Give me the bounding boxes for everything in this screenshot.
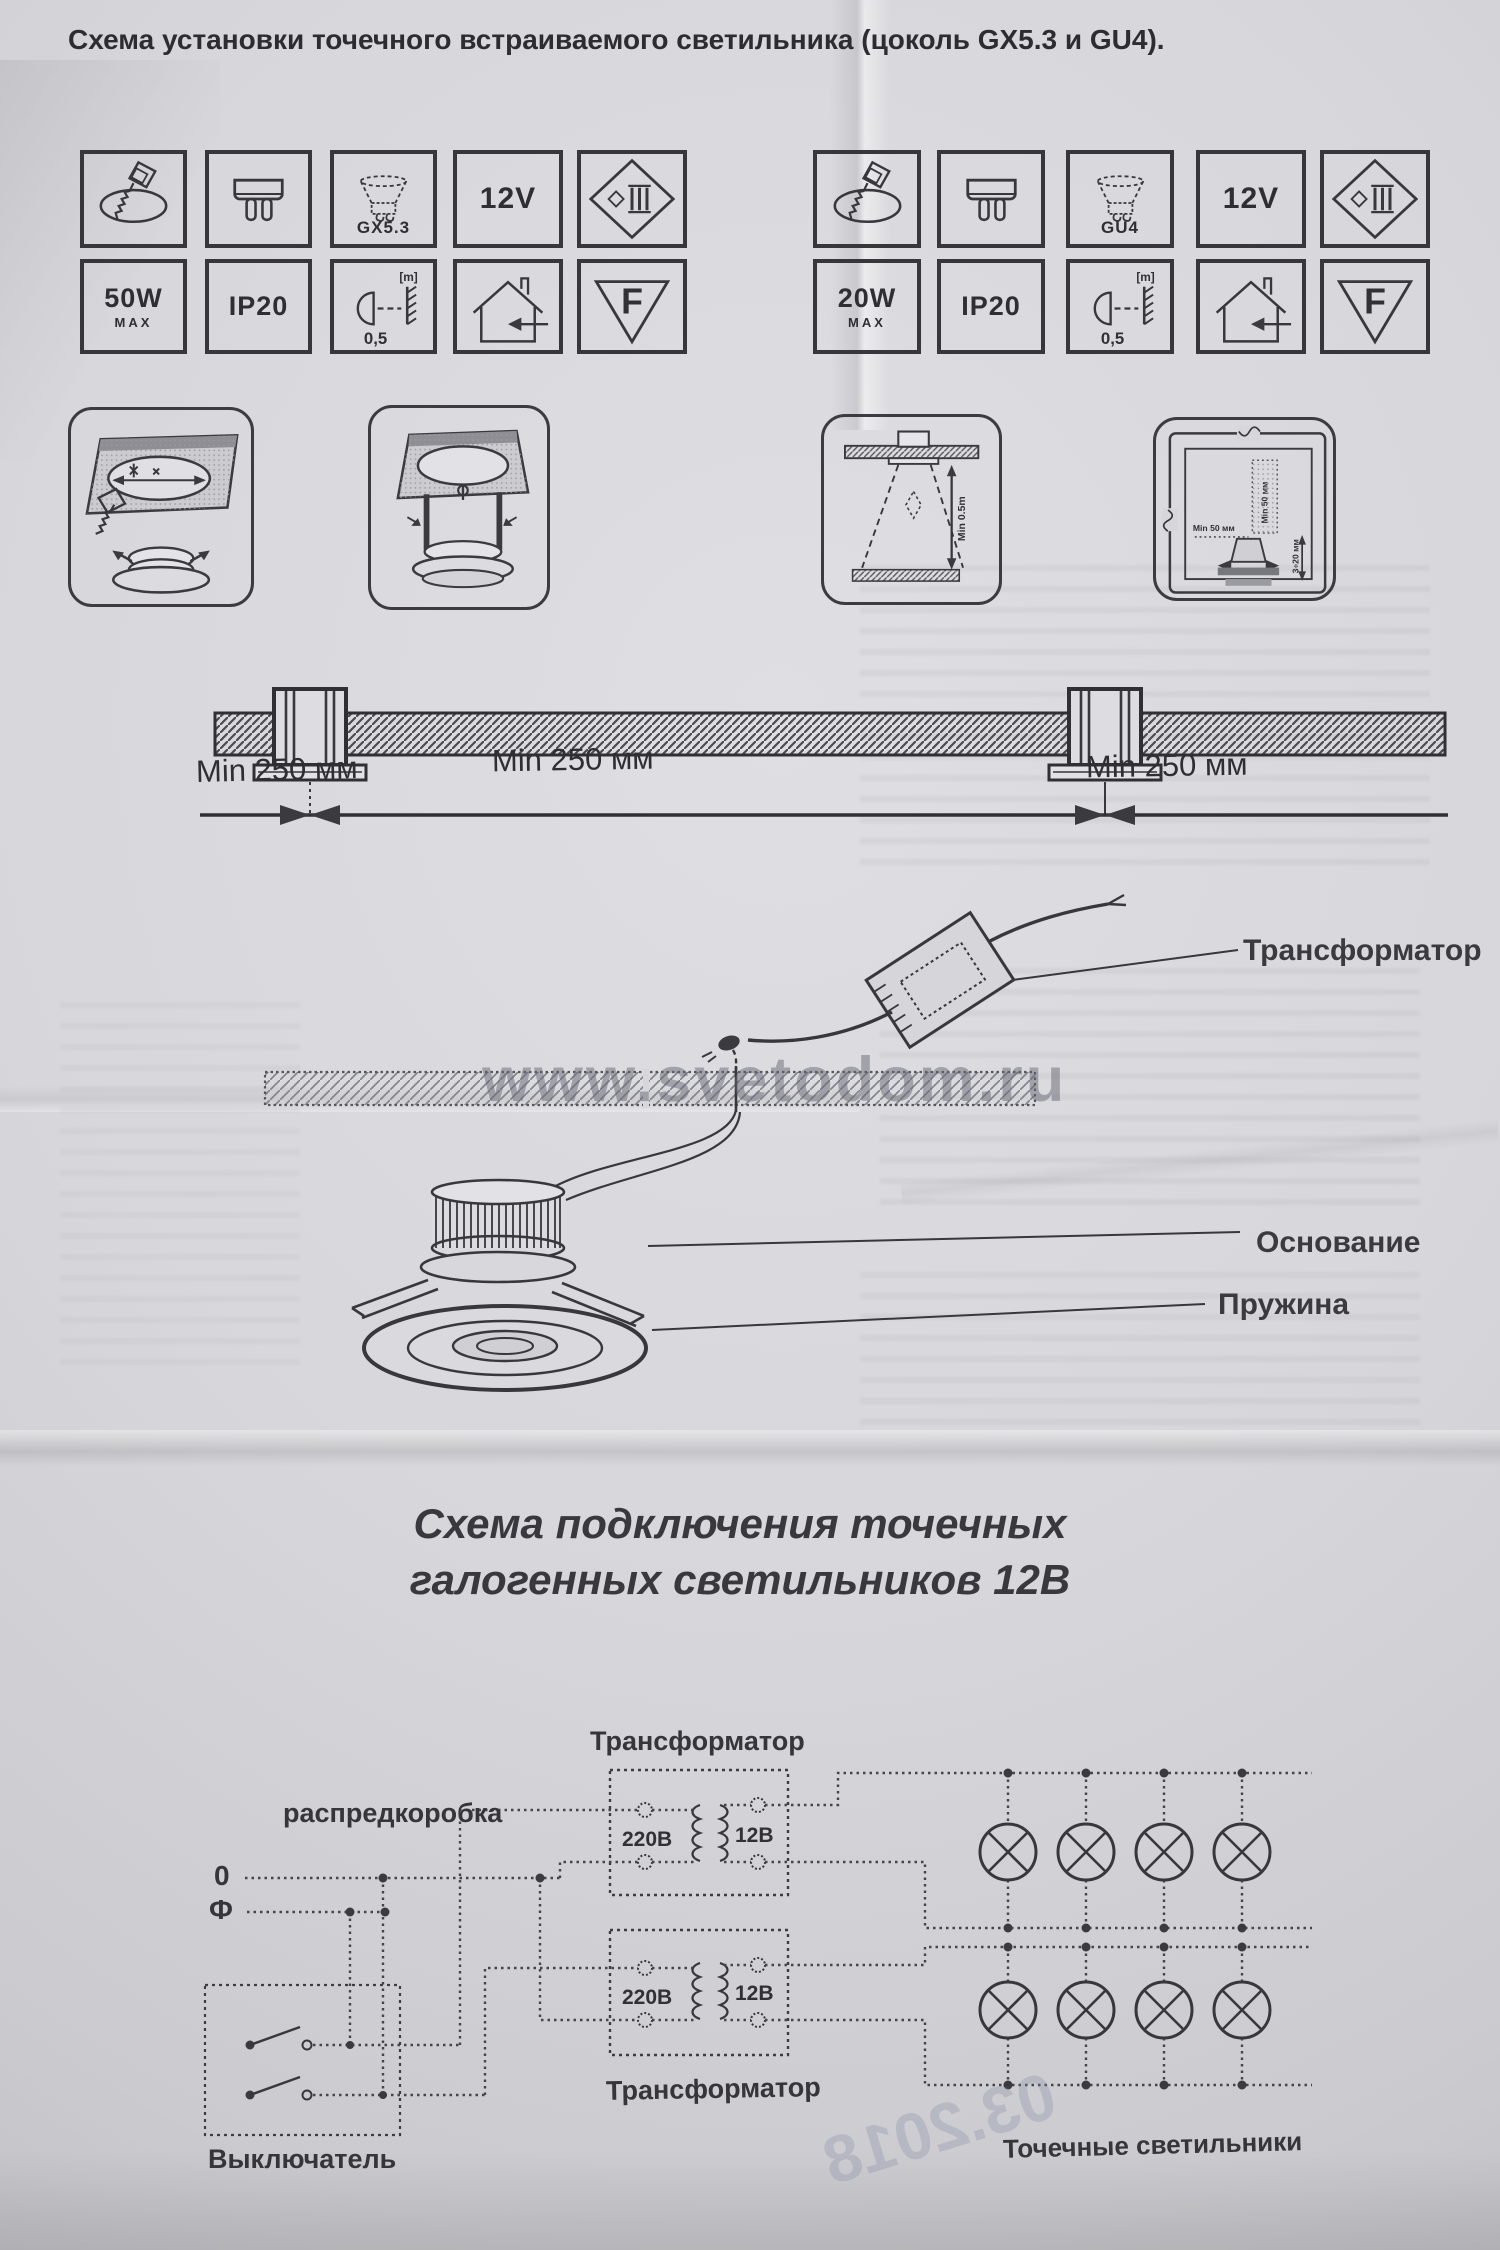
icon-f-mark-right: F — [1320, 259, 1430, 354]
cut-hole-drawing — [85, 434, 239, 594]
page-title: Схема установки точечного встраиваемого … — [68, 24, 1165, 55]
icon-class-iii — [577, 150, 687, 248]
icon-ip-rating-right: IP20 — [937, 259, 1045, 354]
icon-voltage-12v: 12V — [453, 150, 563, 248]
spacing-label-right: Min 250 мм — [1085, 746, 1248, 785]
t1-primary-label: 220В — [622, 1828, 672, 1851]
phase-terminal-label: Ф — [209, 1894, 233, 1925]
installation-drawing — [263, 893, 1241, 1392]
min-height-label: Min 0.5m — [957, 496, 968, 541]
ip-rating-label: IP20 — [961, 291, 1021, 321]
lamp-base-label: GX5.3 — [356, 218, 411, 237]
saw-cutout-icon — [99, 160, 168, 224]
power-max-label: MAX — [114, 315, 153, 330]
meter-unit: [m] — [399, 270, 417, 284]
distance-value: 0,5 — [1100, 329, 1123, 348]
pictogram-cut-hole — [68, 407, 254, 607]
distance-to-surface-icon: [m] 0,5 — [1093, 270, 1154, 348]
spacing-diagram — [200, 687, 1448, 825]
icon-lamp-base-gx53: GX5.3 — [330, 150, 437, 248]
wiring-schematic: 220В 12В 220В 12В — [203, 1768, 1312, 2137]
insert-luminaire-drawing — [396, 429, 530, 589]
base-callout-label: Основание — [1256, 1226, 1421, 1259]
lamp-base-label: GU4 — [1101, 218, 1139, 237]
distance-to-surface-icon: [m] 0,5 — [356, 270, 418, 348]
t2-primary-label: 220В — [622, 1986, 672, 2009]
wiring-title-line1: Схема подключения точечных — [413, 1500, 1067, 1547]
icon-cutout-hole — [80, 150, 187, 248]
neutral-terminal-label: 0 — [214, 1860, 230, 1891]
pictogram-insert-luminaire — [368, 405, 550, 610]
pictogram-min-distance: Min 0.5m — [821, 414, 1002, 605]
min-clearance-side-label: Min 50 мм — [1193, 523, 1235, 533]
t2-secondary-label: 12В — [735, 1982, 774, 2005]
icon-min-distance-left: [m] 0,5 — [330, 259, 437, 354]
voltage-label: 12V — [1222, 182, 1280, 215]
f-triangle-icon: F — [593, 279, 671, 345]
meter-unit: [m] — [1136, 270, 1154, 284]
t1-secondary-label: 12В — [735, 1824, 774, 1847]
wiring-transformer-bottom-label: Трансформатор — [605, 2072, 821, 2106]
spring-callout-label: Пружина — [1218, 1288, 1350, 1321]
class-iii-diamond-icon — [588, 158, 676, 240]
wiring-title-line2: галогенных светильников 12В — [409, 1556, 1071, 1603]
icon-cutout-hole — [813, 150, 921, 248]
power-max-label: MAX — [848, 315, 886, 330]
icon-indoor-use-right — [1196, 259, 1306, 354]
icon-indoor-use-left — [453, 259, 563, 354]
house-arrow-icon — [472, 276, 549, 343]
gap-range-label: 3÷20 мм — [1290, 539, 1300, 573]
f-mark: F — [621, 281, 643, 321]
bleed-through-text — [860, 1260, 1420, 1440]
transformer-callout-label: Трансформатор — [1243, 934, 1482, 967]
junction-box-label: распредкоробка — [283, 1798, 503, 1828]
spacing-label-left: Min 250 мм — [195, 750, 358, 789]
icon-voltage-12v: 12V — [1196, 150, 1306, 248]
class-iii-diamond-icon — [1331, 158, 1419, 240]
reflector-lamp-icon — [359, 175, 408, 222]
switch-label: Выключатель — [208, 2144, 397, 2174]
icon-halogen-capsule — [937, 150, 1045, 248]
icon-lamp-base-gu4: GU4 — [1066, 150, 1174, 248]
distance-value: 0,5 — [364, 329, 387, 348]
wiring-transformer-top-label: Трансформатор — [590, 1726, 805, 1756]
icon-max-power-right: 20W MAX — [813, 259, 921, 354]
icon-f-mark-left: F — [577, 259, 687, 354]
icon-min-distance-right: [m] 0,5 — [1066, 259, 1174, 354]
bi-pin-lamp-icon — [965, 178, 1017, 222]
icon-class-iii — [1320, 150, 1430, 248]
f-triangle-icon: F — [1336, 279, 1414, 345]
power-label: 50W — [104, 283, 163, 313]
bi-pin-lamp-icon — [233, 178, 284, 222]
enclosure-clearance-drawing: Min 50 мм Min 50 мм 3÷20 мм — [1162, 425, 1327, 594]
bleed-through-text — [60, 1000, 300, 1380]
beam-distance-drawing: Min 0.5m — [844, 430, 980, 582]
reflector-lamp-icon — [1096, 175, 1144, 222]
min-clearance-top-label: Min 50 мм — [1260, 482, 1270, 524]
icon-ip-rating-left: IP20 — [205, 259, 312, 354]
voltage-label: 12V — [479, 182, 537, 215]
watermark: www.svetodom.ru — [482, 1045, 1068, 1115]
saw-cutout-icon — [833, 160, 901, 224]
power-label: 20W — [837, 283, 897, 313]
ip-rating-label: IP20 — [228, 291, 289, 321]
icon-max-power-left: 50W MAX — [80, 259, 187, 354]
spacing-label-middle: Min 250 мм — [491, 740, 654, 779]
house-arrow-icon — [1215, 276, 1292, 343]
icon-halogen-capsule — [205, 150, 312, 248]
f-mark: F — [1364, 281, 1386, 321]
pictogram-enclosure-clearance: Min 50 мм Min 50 мм 3÷20 мм — [1153, 417, 1336, 601]
